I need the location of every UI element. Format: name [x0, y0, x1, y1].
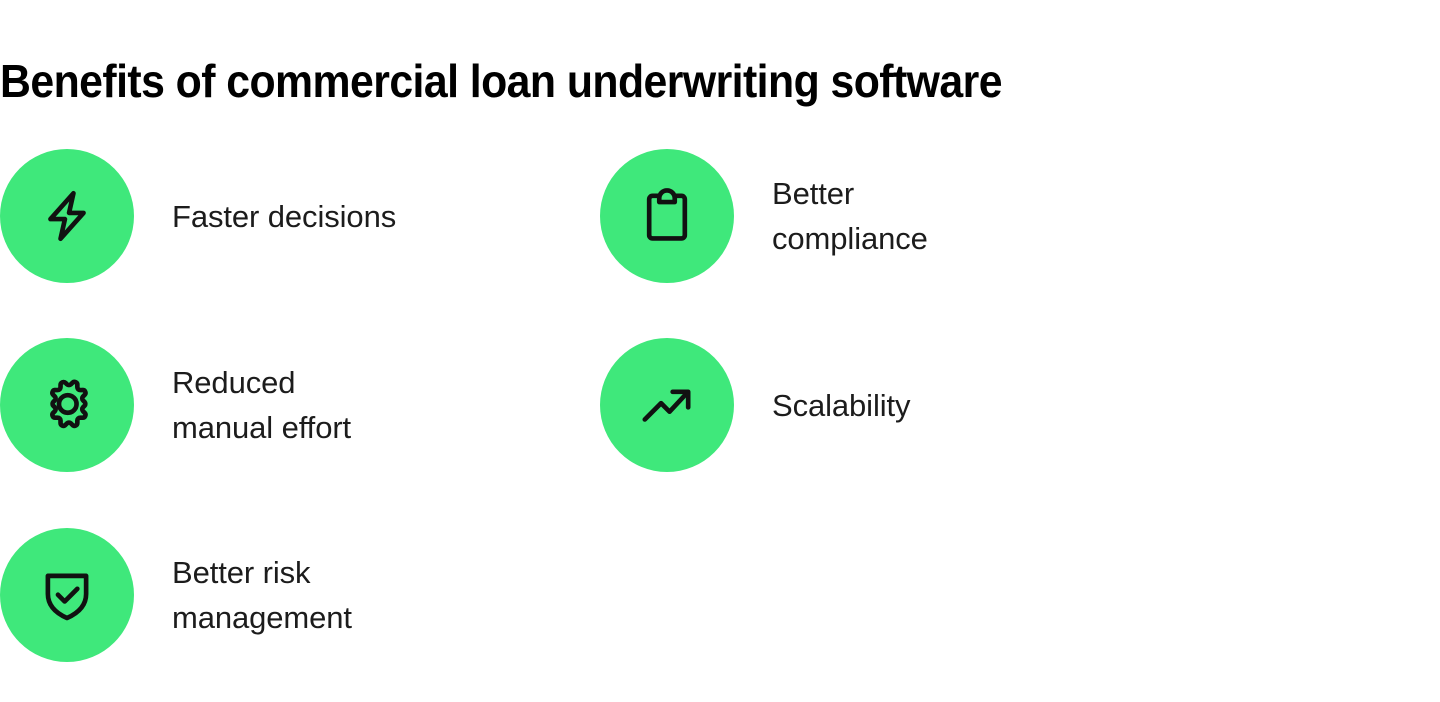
benefit-label: Scalability — [772, 387, 911, 423]
benefit-icon-badge — [0, 528, 134, 662]
trending-up-icon — [636, 374, 698, 436]
benefit-item-scalability: Scalability — [600, 338, 911, 472]
benefit-icon-badge — [600, 338, 734, 472]
benefit-icon-badge — [600, 149, 734, 283]
page-title: Benefits of commercial loan underwriting… — [0, 54, 1003, 107]
shield-check-icon — [36, 564, 98, 626]
benefit-label: Better compliance — [772, 176, 928, 256]
gear-icon — [36, 374, 98, 436]
benefit-item-better-risk-management: Better risk management — [0, 528, 352, 662]
benefit-label: Faster decisions — [172, 198, 397, 234]
benefit-icon-badge — [0, 149, 134, 283]
clipboard-icon — [636, 185, 698, 247]
benefit-item-reduced-manual-effort: Reduced manual effort — [0, 338, 351, 472]
benefit-label: Reduced manual effort — [172, 365, 352, 445]
benefit-icon-badge — [0, 338, 134, 472]
lightning-bolt-icon — [36, 185, 98, 247]
benefit-item-better-compliance: Better compliance — [600, 149, 928, 283]
benefit-item-faster-decisions: Faster decisions — [0, 149, 396, 283]
benefit-label: Better risk management — [172, 555, 352, 635]
